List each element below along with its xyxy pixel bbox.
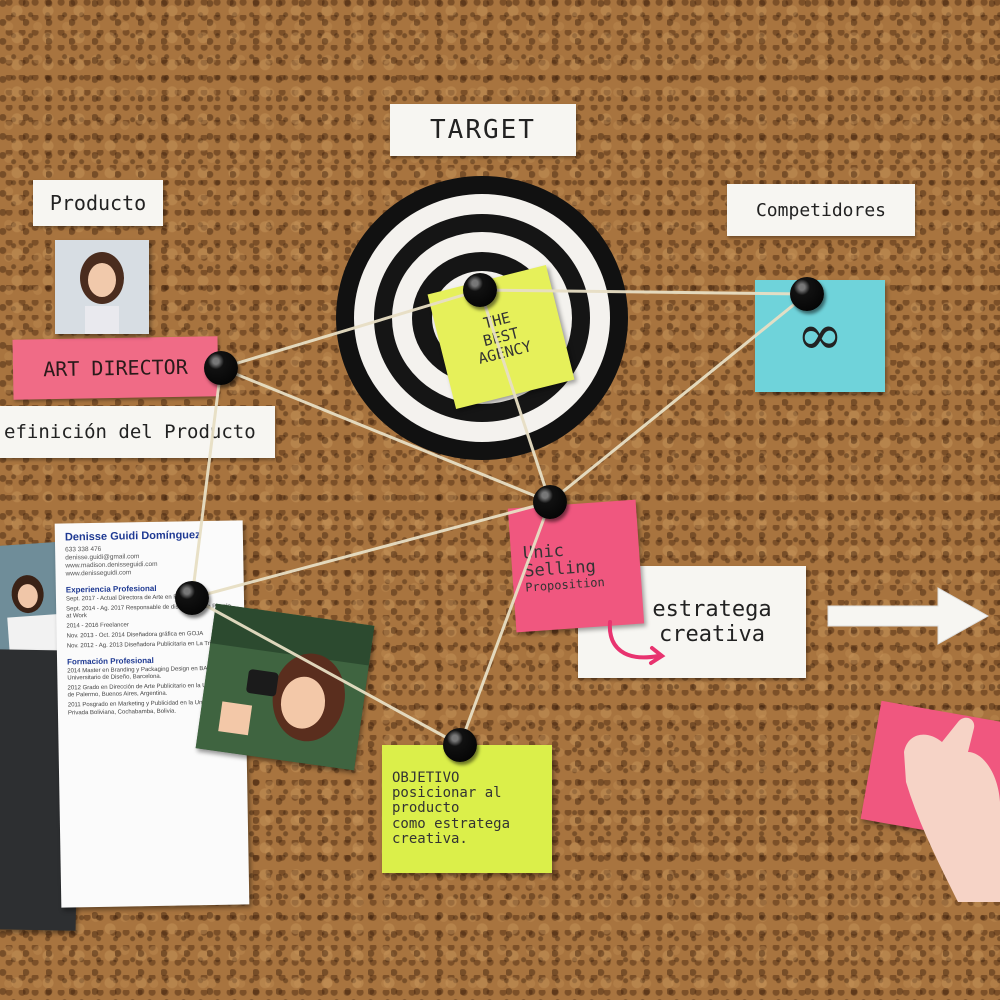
- doll-camera-photo: [195, 603, 375, 771]
- estrategia-line-2: creativa: [659, 622, 765, 647]
- objetivo-line: posicionar al: [392, 784, 502, 801]
- doll-hand-icon: [904, 717, 1000, 902]
- objetivo-line: como estratega: [392, 815, 511, 832]
- pin-art-director[interactable]: [204, 351, 238, 385]
- pin-objetivo[interactable]: [443, 728, 477, 762]
- curved-arrow-icon: [607, 620, 666, 665]
- estrategia-line-1: estratega: [652, 597, 772, 622]
- objetivo-line: creativa.: [392, 831, 468, 848]
- doll-beach-photo: [0, 541, 68, 657]
- objetivo-line: producto: [392, 800, 460, 817]
- pin-target[interactable]: [463, 273, 497, 307]
- pin-competidores[interactable]: [790, 277, 824, 311]
- product-doll-photo: [55, 240, 149, 334]
- infinity-icon: ∞: [796, 303, 844, 369]
- objetivo-line: OBJETIVO: [392, 769, 460, 786]
- competidores-label: Competidores: [727, 184, 915, 236]
- pin-usp[interactable]: [533, 485, 567, 519]
- producto-label: Producto: [33, 180, 163, 226]
- definicion-label: efinición del Producto: [0, 406, 275, 458]
- objetivo-note: OBJETIVO posicionar al producto como est…: [382, 745, 552, 873]
- right-arrow-icon: [827, 587, 990, 645]
- target-label: TARGET: [390, 104, 576, 156]
- pin-cv[interactable]: [175, 581, 209, 615]
